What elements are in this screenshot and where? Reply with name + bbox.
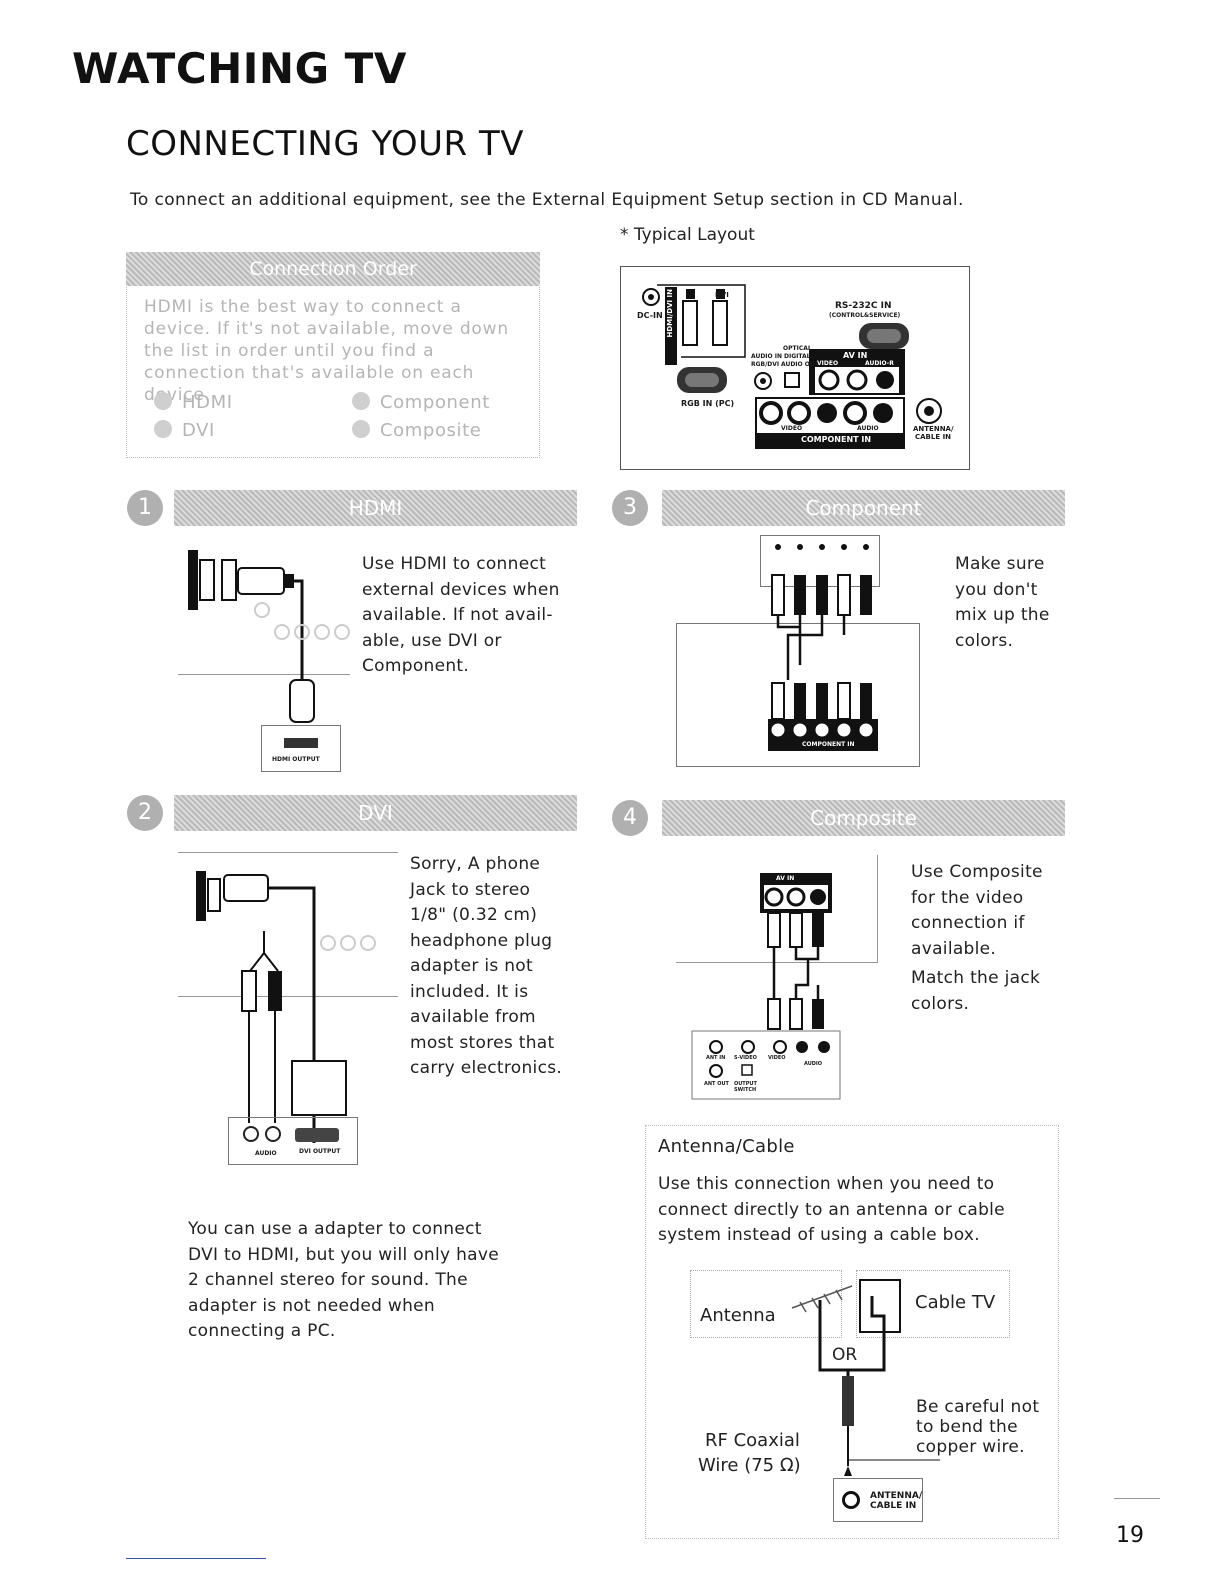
section-component-bar: Component	[662, 490, 1065, 526]
section-3-badge: 3	[612, 490, 648, 526]
connection-order-text: HDMI is the best way to connect a device…	[144, 296, 524, 406]
order-item-hdmi: HDMI	[154, 392, 233, 413]
composite-diagram: AV IN ANT IN S-VIDEO VIDEO AUDIO ANT OUT…	[676, 855, 880, 1101]
audio-label: AUDIO	[804, 1061, 822, 1067]
ant-out-label: ANT OUT	[704, 1081, 729, 1087]
dvi-output-device: AUDIO DVI OUTPUT	[228, 1117, 358, 1165]
order-item-dvi: DVI	[154, 420, 215, 441]
dvi-audio-label: AUDIO	[255, 1150, 277, 1157]
composite-av-in-label: AV IN	[776, 875, 794, 882]
av-video-label: VIDEO	[817, 360, 838, 367]
rgb-in-label: RGB IN (PC)	[681, 399, 734, 408]
av-in-label: AV IN	[843, 351, 867, 360]
number-4-icon	[352, 420, 370, 438]
audio-in-label: AUDIO IN	[751, 353, 782, 360]
component-video-label: VIDEO	[781, 425, 802, 432]
hdmi-output-device: HDMI OUTPUT	[261, 725, 341, 772]
section-hdmi-bar: HDMI	[174, 490, 577, 526]
rs232c-label: RS-232C IN	[835, 301, 892, 311]
footer-rule	[126, 1558, 266, 1559]
audio-l-jack	[243, 1126, 259, 1142]
antenna-label: Antenna	[700, 1305, 776, 1326]
hdmi-diagram	[178, 540, 350, 675]
component-in-label: COMPONENT IN	[801, 435, 871, 444]
section-4-badge: 4	[612, 800, 648, 836]
intro-text: To connect an additional equipment, see …	[130, 190, 964, 210]
audio-out-label: AUDIO OUT	[781, 361, 819, 368]
output-switch-label: OUTPUT SWITCH	[734, 1081, 764, 1093]
component-diagram: COMPONENT IN	[676, 535, 920, 767]
section-dvi-bar: DVI	[174, 795, 577, 831]
page-rule	[1114, 1498, 1160, 1499]
antenna-cable-description: Use this connection when you need to con…	[658, 1172, 1048, 1249]
or-label: OR	[832, 1345, 857, 1365]
dvi-diagram	[178, 852, 398, 997]
number-3-icon	[352, 392, 370, 410]
section-composite-bar: Composite	[662, 800, 1065, 836]
hdmi-port-icon	[284, 738, 318, 748]
page-title: WATCHING TV	[72, 44, 407, 93]
antenna-label: ANTENNA/	[913, 425, 954, 433]
hdmi-output-label: HDMI OUTPUT	[272, 756, 320, 763]
component-text: Make sure you don't mix up the colors.	[955, 552, 1065, 654]
av-audio-label: AUDIO-R	[865, 360, 894, 367]
ant-in-label: ANT IN	[706, 1055, 725, 1061]
dvi-note: You can use a adapter to connect DVI to …	[188, 1217, 504, 1345]
rf-coaxial-label: RF Coaxial	[705, 1430, 800, 1451]
dvi-port-icon	[295, 1128, 339, 1142]
page-number: 19	[1116, 1523, 1144, 1548]
order-item-component: Component	[352, 392, 490, 413]
dc-in-label: DC-IN	[637, 311, 663, 320]
video-label: VIDEO	[768, 1055, 786, 1061]
dvi-output-label: DVI OUTPUT	[299, 1148, 340, 1155]
section-2-badge: 2	[127, 795, 163, 831]
section-title: CONNECTING YOUR TV	[126, 124, 524, 164]
component-audio-label: AUDIO	[857, 425, 879, 432]
hdmi-text: Use HDMI to connect external devices whe…	[362, 552, 567, 680]
number-2-icon	[154, 420, 172, 438]
connection-order-header: Connection Order	[126, 252, 540, 286]
section-1-badge: 1	[127, 490, 163, 526]
audio-r-jack	[265, 1126, 281, 1142]
composite-text: Use Composite for the video connection i…	[911, 860, 1061, 1017]
digital-label: DIGITAL	[784, 353, 810, 360]
jack-label-cable-in: CABLE IN	[870, 1501, 922, 1511]
antenna-cable-in-jack: ANTENNA/ CABLE IN	[833, 1478, 923, 1522]
caution-text: Be careful not to bend the copper wire.	[916, 1397, 1056, 1457]
component-in-device-label: COMPONENT IN	[802, 741, 855, 748]
dvi-label: DVI	[715, 291, 729, 299]
rear-panel-diagram: DC-IN DVI HDMI/DVI IN RS-232C IN (CONTRO…	[620, 266, 970, 470]
number-1-icon	[154, 392, 172, 410]
rgb-dvi-label: RGB/DVI	[751, 361, 779, 368]
s-video-label: S-VIDEO	[734, 1055, 757, 1061]
order-item-composite: Composite	[352, 420, 481, 441]
wire-label: Wire (75 Ω)	[698, 1455, 801, 1476]
jack-label-antenna: ANTENNA/	[870, 1491, 922, 1501]
dvi-text: Sorry, A phone Jack to stereo 1/8" (0.32…	[410, 852, 570, 1082]
antenna-cable-title: Antenna/Cable	[658, 1136, 795, 1157]
typical-layout-label: * Typical Layout	[620, 225, 755, 245]
hdmi-dvi-in-label: HDMI/DVI IN	[666, 289, 674, 338]
coax-jack-icon	[842, 1491, 860, 1509]
optical-label: OPTICAL	[783, 345, 812, 352]
cable-in-label: CABLE IN	[915, 433, 951, 441]
rs232c-sub-label: (CONTROL&SERVICE)	[829, 312, 900, 319]
